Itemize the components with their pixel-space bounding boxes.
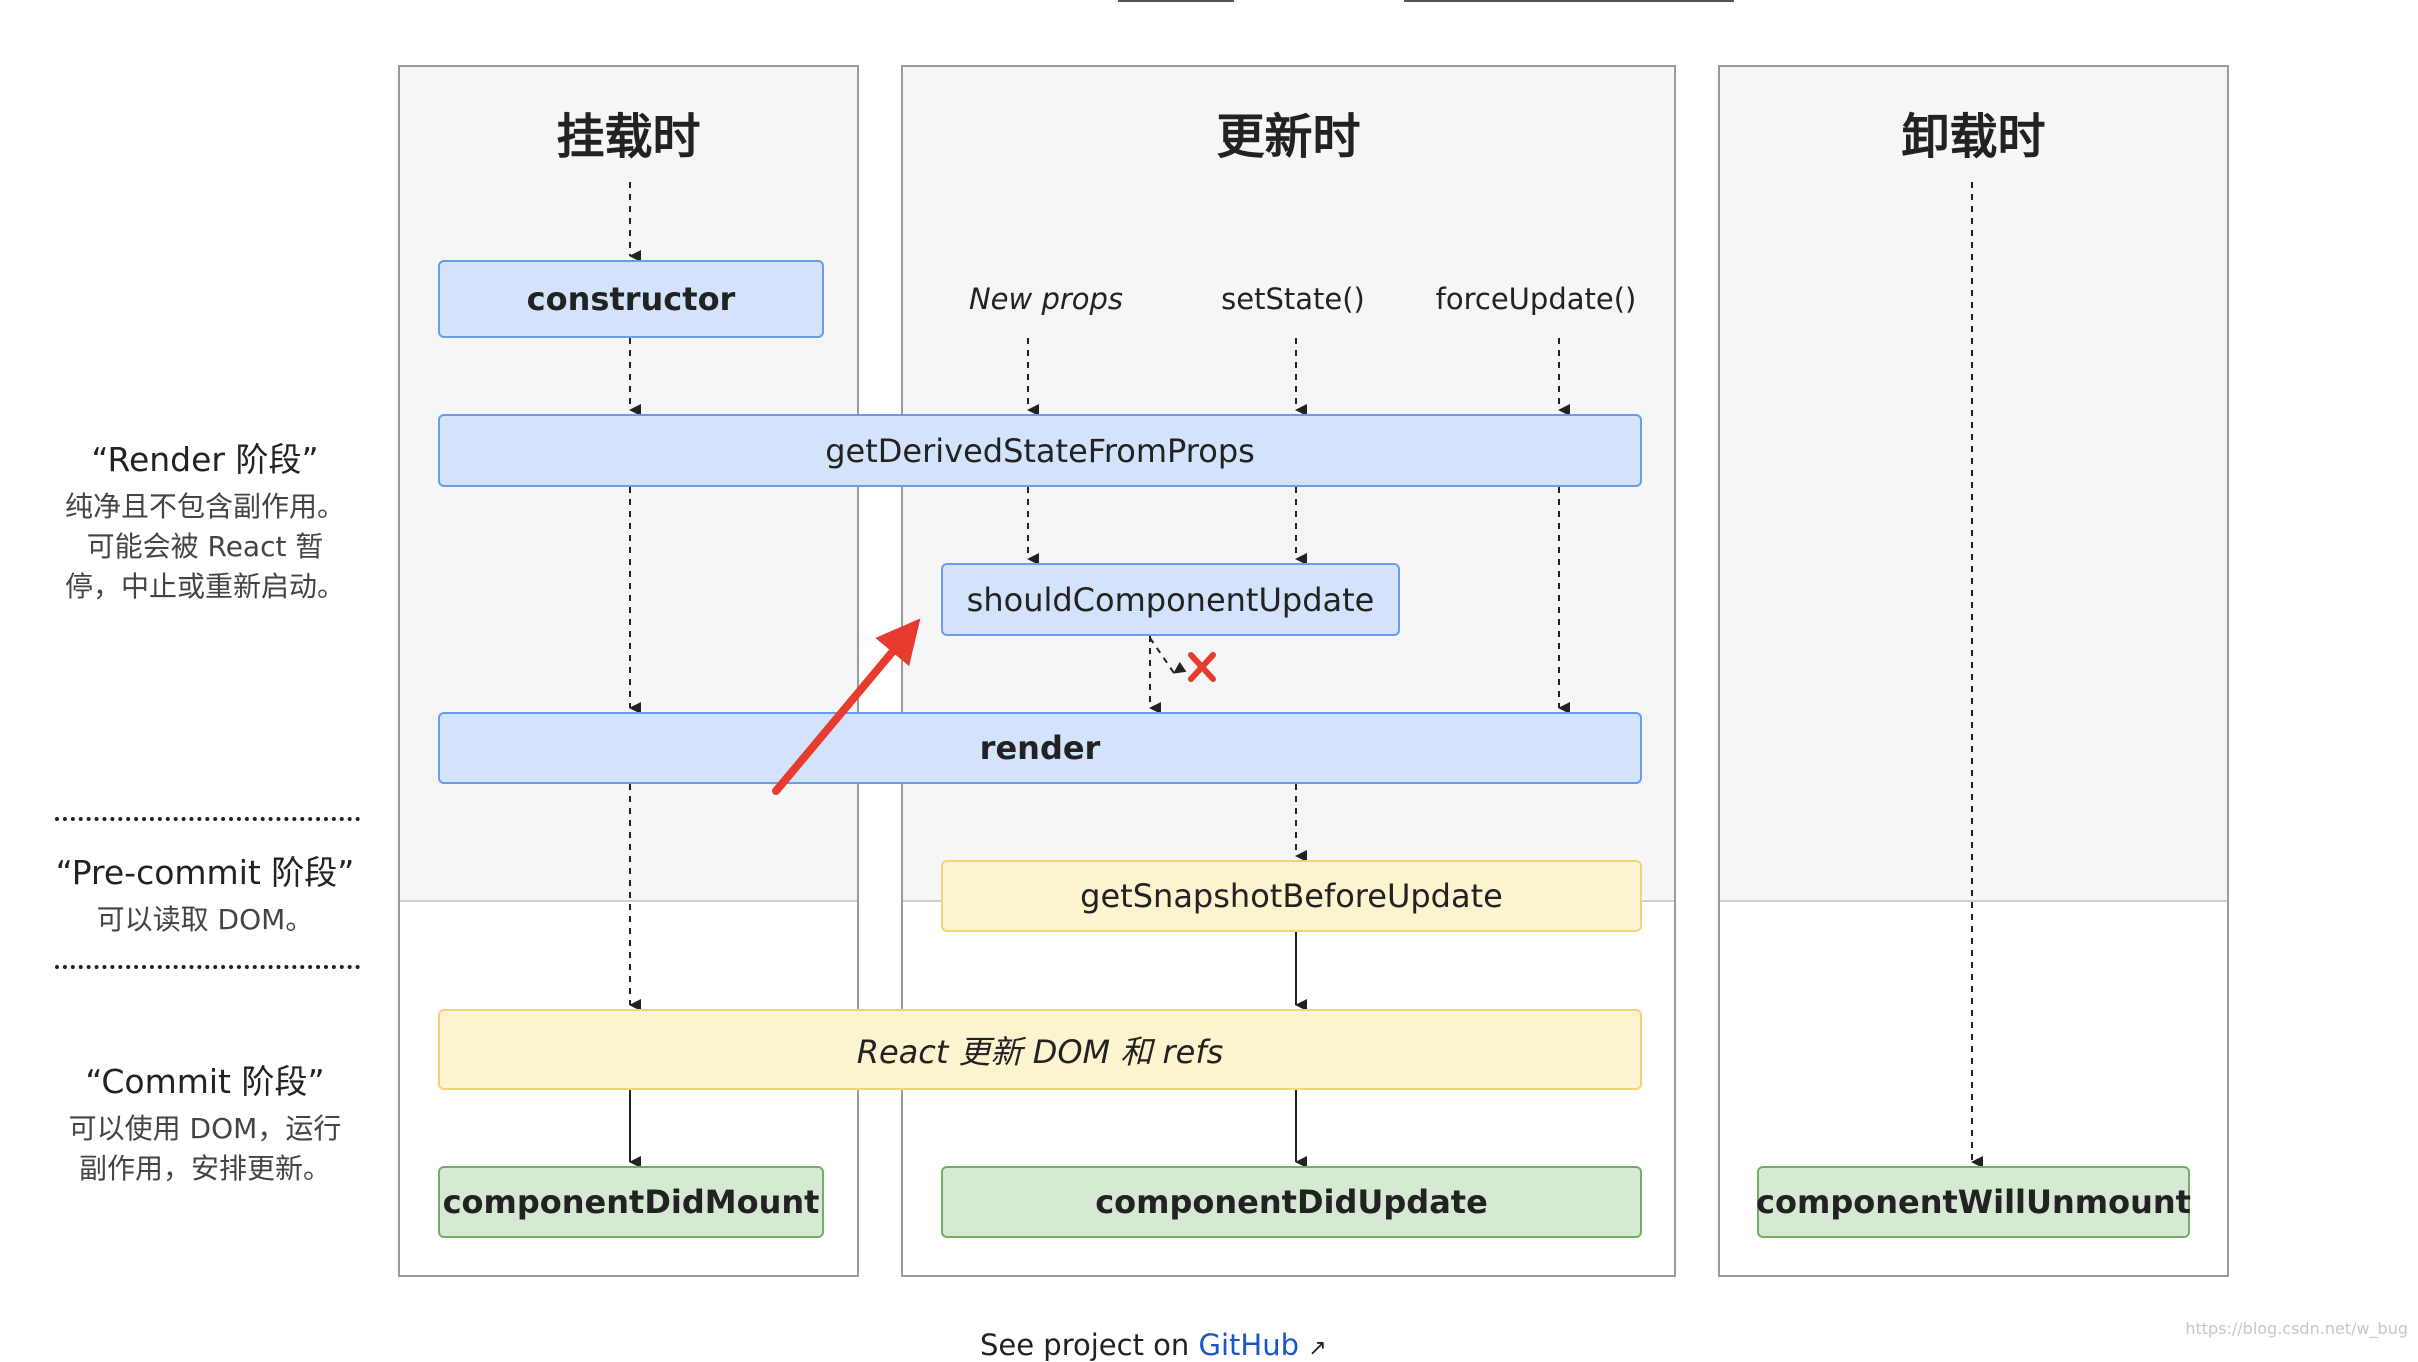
commit-phase-desc-line: 可以使用 DOM，运行 — [68, 1112, 342, 1145]
top-bar-fragment-right — [1404, 0, 1734, 2]
commit-phase-title: “Commit 阶段” — [85, 1062, 325, 1101]
component-did-update-node: componentDidUpdate — [941, 1166, 1642, 1238]
render-phase-description: 纯净且不包含副作用。 可能会被 React 暂 停，中止或重新启动。 — [55, 487, 355, 607]
render-phase-desc-line: 停，中止或重新启动。 — [64, 570, 345, 603]
precommit-phase-desc-line: 可以读取 DOM。 — [96, 903, 314, 936]
unmount-column: 卸载时 — [1718, 65, 2229, 1277]
github-link[interactable]: GitHub — [1198, 1328, 1300, 1362]
commit-phase-description: 可以使用 DOM，运行 副作用，安排更新。 — [55, 1109, 355, 1189]
render-node: render — [438, 712, 1642, 784]
arrow-scu-cancel — [1149, 637, 1187, 674]
mount-column-title: 挂载时 — [556, 109, 701, 165]
cross-icon — [1188, 652, 1216, 682]
precommit-phase-title: “Pre-commit 阶段” — [55, 853, 355, 892]
get-snapshot-before-update-node: getSnapshotBeforeUpdate — [941, 860, 1642, 932]
phase-separator-1 — [55, 817, 360, 821]
footer-prefix: See project on — [980, 1328, 1199, 1362]
phase-separator-2 — [55, 965, 360, 969]
render-phase-desc-line: 可能会被 React 暂 — [86, 530, 324, 563]
update-column-title: 更新时 — [1216, 109, 1361, 165]
get-derived-state-from-props-node: getDerivedStateFromProps — [438, 414, 1642, 487]
render-phase-title: “Render 阶段” — [91, 440, 319, 479]
precommit-phase-description: 可以读取 DOM。 — [55, 900, 355, 940]
trigger-set-state: setState() — [1221, 282, 1365, 316]
commit-phase-desc-line: 副作用，安排更新。 — [78, 1152, 331, 1185]
unmount-column-title: 卸载时 — [1901, 109, 2046, 165]
component-will-unmount-node: componentWillUnmount — [1756, 1166, 2191, 1238]
component-did-mount-node: componentDidMount — [438, 1166, 824, 1238]
external-link-icon: ↗ — [1308, 1336, 1327, 1361]
should-component-update-node: shouldComponentUpdate — [941, 563, 1400, 636]
trigger-new-props: New props — [968, 282, 1124, 316]
render-phase-desc-line: 纯净且不包含副作用。 — [64, 490, 345, 523]
top-bar-fragment-left — [1118, 0, 1234, 2]
footer: See project on GitHub ↗ — [980, 1328, 1327, 1362]
trigger-force-update: forceUpdate() — [1435, 282, 1637, 316]
watermark: https://blog.csdn.net/w_bug — [2185, 1319, 2408, 1338]
react-update-dom-refs-node: React 更新 DOM 和 refs — [438, 1009, 1642, 1090]
constructor-node: constructor — [438, 260, 824, 338]
